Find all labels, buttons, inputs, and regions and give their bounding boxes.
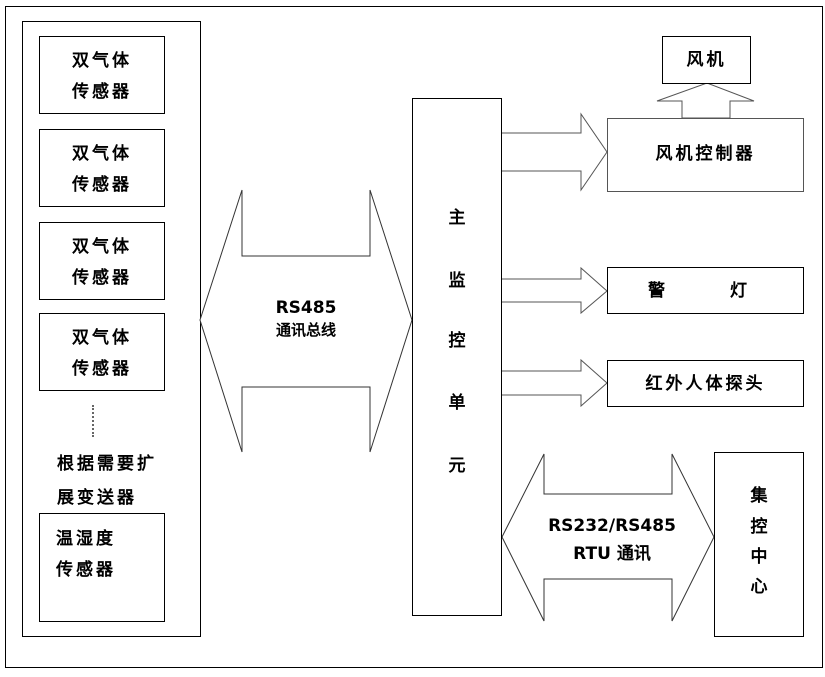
central-control-center: 集 控 中 心 xyxy=(714,452,804,637)
sensor-label-line1: 双气体 xyxy=(72,51,132,71)
warning-light-char2: 灯 xyxy=(730,281,750,301)
main-monitoring-unit: 主 监 控 单 元 xyxy=(412,98,502,616)
sensor-label-line2: 传感器 xyxy=(72,359,132,379)
temp-sensor-line1: 温湿度 xyxy=(56,529,116,549)
arrow-to-fan-controller xyxy=(500,112,608,192)
main-unit-char: 元 xyxy=(448,456,466,476)
rs485-bus-label: RS485 通讯总线 xyxy=(242,297,370,341)
arrow-to-ir-probe xyxy=(500,358,608,408)
expand-transmitter-note: 根据需要扩 展变送器 xyxy=(57,447,197,515)
fan-controller-box: 风机控制器 xyxy=(607,118,804,192)
main-unit-char: 主 xyxy=(448,208,466,228)
fan-box: 风机 xyxy=(662,36,751,84)
warning-light-box: 警 灯 xyxy=(607,267,804,314)
rs485-label-line2: 通讯总线 xyxy=(275,321,336,339)
sensor-label-line1: 双气体 xyxy=(72,144,132,164)
fan-controller-label: 风机控制器 xyxy=(655,144,756,164)
main-unit-char: 单 xyxy=(448,393,466,413)
control-center-char: 集 xyxy=(750,486,768,506)
rtu-label-line1: RS232/RS485 xyxy=(548,516,676,536)
ir-probe-label: 红外人体探头 xyxy=(645,374,766,394)
dual-gas-sensor-4: 双气体 传感器 xyxy=(39,313,165,391)
expand-note-line1: 根据需要扩 xyxy=(57,454,157,474)
expand-note-line2: 展变送器 xyxy=(57,488,137,508)
main-unit-char: 控 xyxy=(448,331,466,351)
sensor-label-line1: 双气体 xyxy=(72,328,132,348)
main-unit-char: 监 xyxy=(448,271,466,291)
rtu-comm-label: RS232/RS485 RTU 通讯 xyxy=(532,512,692,568)
control-center-char: 心 xyxy=(750,577,768,597)
temp-humidity-sensor: 温湿度 传感器 xyxy=(39,513,165,622)
rs485-label-line1: RS485 xyxy=(275,298,337,318)
control-center-char: 控 xyxy=(750,517,768,537)
fan-label: 风机 xyxy=(686,50,727,70)
sensor-label-line2: 传感器 xyxy=(72,175,132,195)
arrow-to-warning-light xyxy=(500,266,608,315)
sensor-label-line2: 传感器 xyxy=(72,268,132,288)
control-center-char: 中 xyxy=(750,547,768,567)
dual-gas-sensor-1: 双气体 传感器 xyxy=(39,36,165,114)
ellipsis-dotted-line xyxy=(92,405,94,437)
temp-sensor-line2: 传感器 xyxy=(56,560,116,580)
dual-gas-sensor-2: 双气体 传感器 xyxy=(39,129,165,207)
rtu-label-line2: RTU 通讯 xyxy=(573,544,651,564)
sensor-label-line2: 传感器 xyxy=(72,82,132,102)
ir-human-probe-box: 红外人体探头 xyxy=(607,360,804,407)
sensor-label-line1: 双气体 xyxy=(72,237,132,257)
warning-light-char1: 警 xyxy=(648,281,668,301)
arrow-to-fan xyxy=(656,82,755,119)
dual-gas-sensor-3: 双气体 传感器 xyxy=(39,222,165,300)
